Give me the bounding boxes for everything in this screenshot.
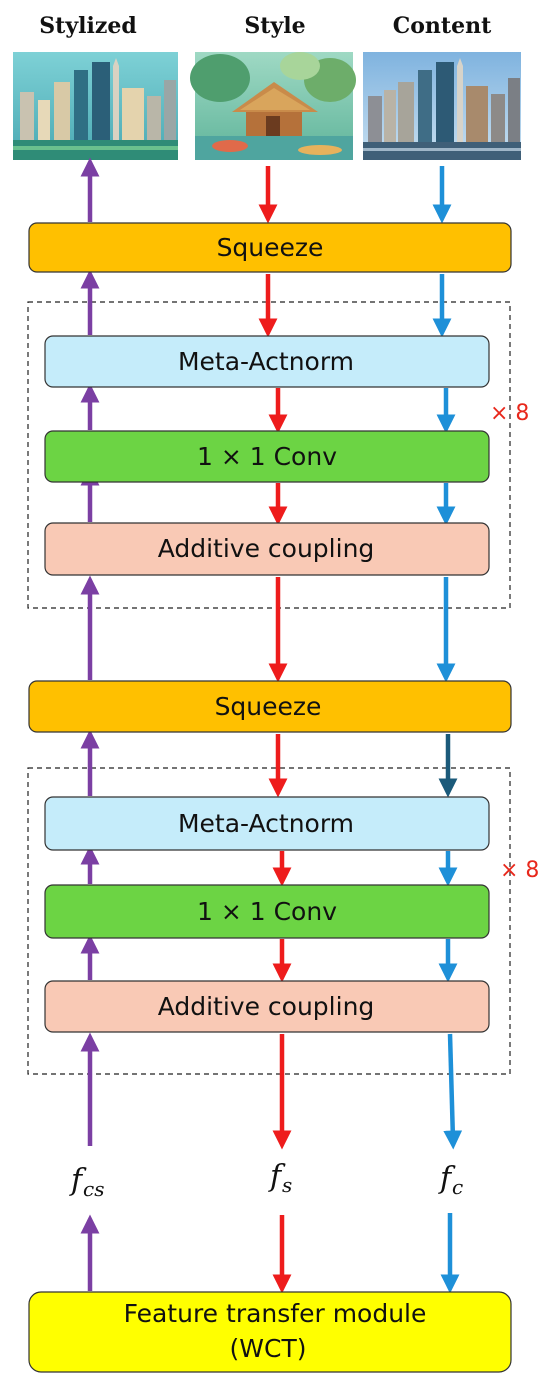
conv-label-2: 1 × 1 Conv	[197, 897, 337, 926]
conv-label-1: 1 × 1 Conv	[197, 442, 337, 471]
squeeze-label-2: Squeeze	[215, 692, 322, 721]
header-content: Content	[393, 13, 492, 39]
feature-label-fcs: f cs	[69, 1163, 104, 1201]
style-image	[190, 52, 356, 160]
additive-coupling-label-1: Additive coupling	[158, 534, 375, 563]
feature-label-fc: f c	[438, 1161, 463, 1199]
repeat-label-1: × 8	[490, 401, 529, 426]
additive-coupling-label-2: Additive coupling	[158, 992, 375, 1021]
repeat-group-1	[27, 301, 511, 609]
meta-actnorm-label-2: Meta-Actnorm	[178, 809, 354, 838]
conv-block-1: 1 × 1 Conv	[44, 430, 490, 483]
stylized-image	[13, 52, 178, 160]
svg-text:cs: cs	[83, 1177, 104, 1201]
additive-coupling-block-1: Additive coupling	[44, 522, 490, 576]
svg-text:s: s	[282, 1173, 292, 1197]
wct-label-line1: Feature transfer module	[124, 1299, 427, 1328]
header-style: Style	[244, 13, 305, 39]
meta-actnorm-label-1: Meta-Actnorm	[178, 347, 354, 376]
repeat-label-2: × 8	[500, 858, 539, 883]
additive-coupling-block-2: Additive coupling	[44, 980, 490, 1033]
conv-block-2: 1 × 1 Conv	[44, 884, 490, 939]
squeeze-block-1: Squeeze	[28, 222, 512, 273]
feature-transfer-module: Feature transfer module (WCT)	[28, 1291, 512, 1373]
content-image	[363, 52, 521, 160]
header-stylized: Stylized	[39, 13, 136, 39]
blue-arrow-9	[443, 1033, 463, 1150]
meta-actnorm-block-2: Meta-Actnorm	[44, 796, 490, 851]
squeeze-block-2: Squeeze	[28, 680, 512, 733]
feature-label-fs: f s	[268, 1159, 292, 1197]
svg-text:c: c	[452, 1175, 463, 1199]
meta-actnorm-block-1: Meta-Actnorm	[44, 335, 490, 388]
squeeze-label-1: Squeeze	[217, 233, 324, 262]
repeat-group-2	[27, 767, 511, 1075]
wct-label-line2: (WCT)	[230, 1334, 307, 1363]
